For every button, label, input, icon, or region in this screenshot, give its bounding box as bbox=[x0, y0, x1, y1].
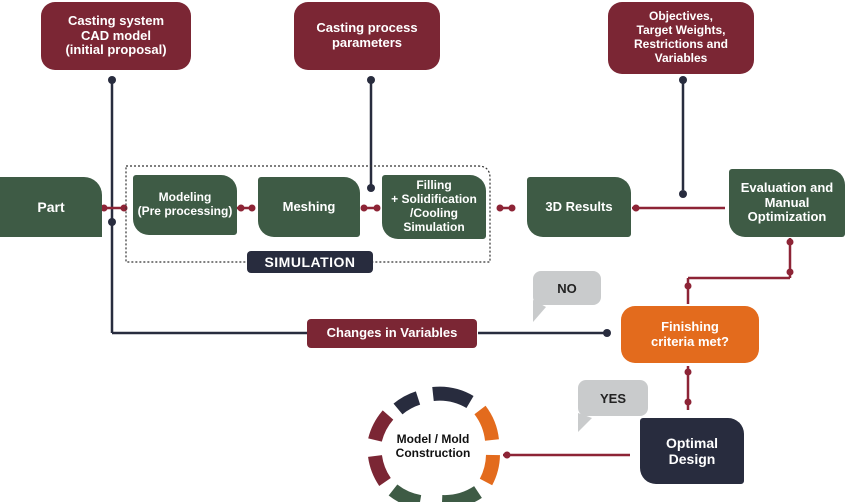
cad-model-box: Casting system CAD model (initial propos… bbox=[41, 2, 191, 70]
optimal-design-box: Optimal Design bbox=[640, 418, 744, 484]
filling-simulation-box: Filling + Solidification /Cooling Simula… bbox=[382, 175, 486, 239]
yes-bubble: YES bbox=[578, 380, 648, 416]
construction-label: Model / Mold Construction bbox=[395, 432, 471, 461]
results-3d-box: 3D Results bbox=[527, 177, 631, 237]
process-parameters-box: Casting process parameters bbox=[294, 2, 440, 70]
no-bubble: NO bbox=[533, 271, 601, 305]
meshing-box: Meshing bbox=[258, 177, 360, 237]
finishing-criteria-box: Finishing criteria met? bbox=[621, 306, 759, 363]
changes-in-variables-label: Changes in Variables bbox=[307, 319, 477, 348]
objectives-box: Objectives, Target Weights, Restrictions… bbox=[608, 2, 754, 74]
evaluation-box: Evaluation and Manual Optimization bbox=[729, 169, 845, 237]
modeling-box: Modeling (Pre processing) bbox=[133, 175, 237, 235]
simulation-label: SIMULATION bbox=[247, 251, 373, 273]
part-box: Part bbox=[0, 177, 102, 237]
